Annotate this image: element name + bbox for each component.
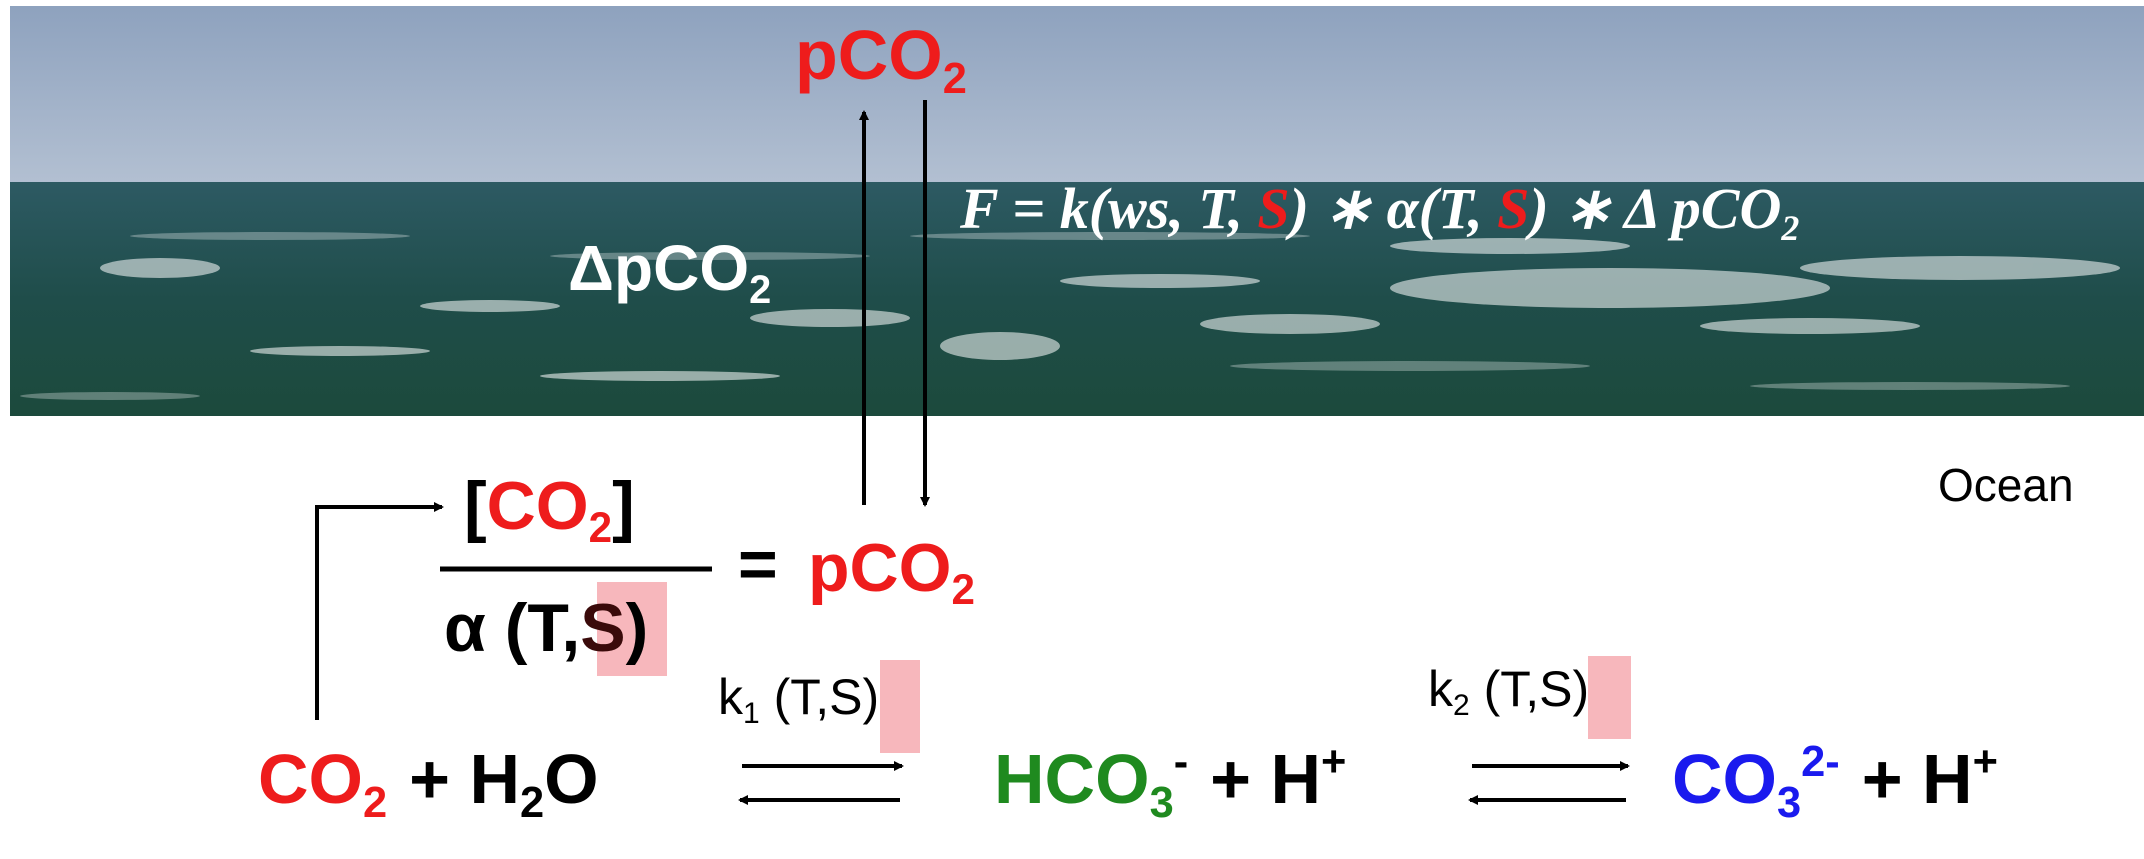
ocean-label: Ocean bbox=[1938, 459, 2074, 511]
fraction-equals: = bbox=[738, 526, 778, 602]
ocean-pco2: pCO2 bbox=[808, 530, 975, 614]
salinity-highlight bbox=[597, 582, 667, 676]
delta-pco2-label: ΔpCO2 bbox=[568, 232, 772, 312]
carbonate-product: CO32-+ H+ bbox=[1672, 738, 1998, 827]
salinity-term-1: S bbox=[1257, 176, 1290, 241]
bicarbonate-product: HCO3-+ H+ bbox=[994, 738, 1347, 827]
salinity-term-2: S bbox=[1497, 176, 1530, 241]
k1-label: k1 (T,S) bbox=[718, 669, 880, 730]
atmospheric-pco2: pCO2 bbox=[795, 16, 967, 103]
k1-salinity-highlight bbox=[880, 660, 920, 753]
reactant-co2-h2o: CO2+ H2O bbox=[258, 740, 599, 827]
k2-label: k2 (T,S) bbox=[1428, 661, 1590, 722]
left-border bbox=[0, 0, 10, 859]
co2-dissolution-arrow bbox=[315, 502, 444, 720]
fraction-numerator: [CO2] bbox=[464, 468, 635, 552]
fraction-denominator: α (T,S) bbox=[444, 590, 649, 666]
k2-salinity-highlight bbox=[1588, 656, 1631, 739]
flux-equation: F = k(ws, T, S) ∗ α(T, S) ∗ Δ pCO2 bbox=[960, 176, 1800, 248]
ocean-photo bbox=[10, 6, 2144, 416]
